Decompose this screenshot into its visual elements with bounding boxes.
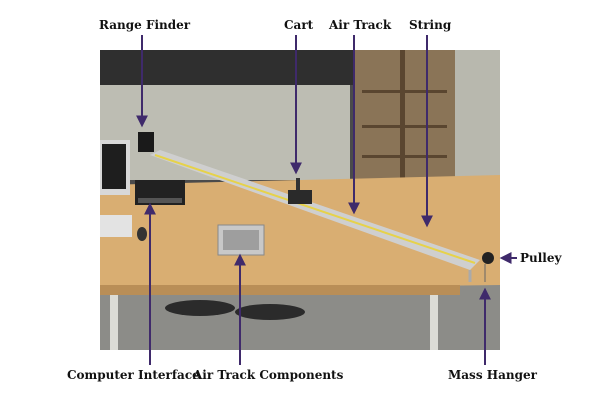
label-range-finder: Range Finder [99, 18, 191, 32]
stool-right [235, 304, 305, 320]
label-mass-hanger: Mass Hanger [448, 368, 537, 382]
table-leg-left [110, 295, 118, 350]
back-wall [100, 85, 350, 180]
keyboard [100, 215, 132, 237]
label-cart: Cart [284, 18, 314, 32]
label-computer-interface: Computer Interface [67, 368, 200, 382]
range-finder-device [138, 132, 154, 152]
apparatus-photo [100, 50, 500, 350]
air-track-string-line [154, 154, 476, 264]
label-air-track: Air Track [329, 18, 392, 32]
shelving-unit [355, 50, 455, 180]
label-air-track-components: Air Track Components [193, 368, 344, 382]
label-pulley: Pulley [520, 251, 562, 265]
stool-left [165, 300, 235, 316]
mouse [137, 227, 147, 241]
table-leg-right [430, 295, 438, 350]
table-top [100, 175, 500, 290]
cart-body [288, 190, 312, 204]
table-edge [100, 285, 460, 295]
pulley-wheel [482, 252, 494, 264]
label-string: String [409, 18, 452, 32]
